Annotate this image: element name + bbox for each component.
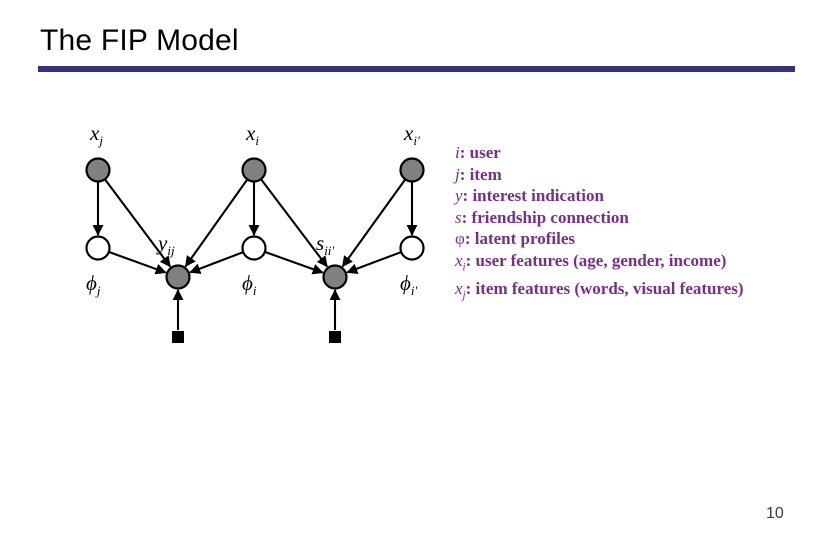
legend-description: : item features (words, visual features) [465,279,744,299]
legend-symbol: j [455,164,460,184]
diagram-node-label-subscript: j [95,283,101,298]
diagram-node-phi_ip [399,235,425,261]
legend-symbol: y [455,186,463,205]
diagram-node-phi_i [241,235,267,261]
diagram-edge [346,251,402,274]
diagram-node-label: ϕj [86,271,101,298]
legend-entry: s: friendship connection [455,207,805,229]
diagram-edge [341,178,407,268]
diagram-node-label-base: ϕ [86,271,97,295]
legend-entry: i: user [455,142,805,164]
diagram-node-label: xj [89,121,103,148]
legend-symbol-subscript: j [462,289,466,302]
diagram-node-label-base: ϕ [242,271,253,295]
diagram-node-x_j [85,157,111,183]
diagram-node-phi_j [85,235,111,261]
legend-description: : user [459,143,501,162]
legend-entry: y: interest indication [455,185,805,207]
diagram-edge [108,250,167,275]
page-number: 10 [766,505,784,522]
diagram-factor-nodes [172,331,341,343]
legend-entry: j: item [455,164,805,186]
diagram-node-label-base: ϕ [400,271,411,295]
diagram-edge [184,178,249,268]
legend-description: : latent profiles [464,229,575,248]
diagram-node-label: xi' [403,121,420,148]
legend-entry: xj: item features (words, visual feature… [455,278,805,307]
diagram-node-label: yij [156,231,175,258]
diagram-node-label-subscript: i' [411,283,418,298]
page-title: The FIP Model [40,24,239,57]
diagram-node-label-subscript: j [97,133,103,148]
diagram-node-x_ip [399,157,425,183]
legend-symbol: i [455,143,460,162]
legend-symbol: s [455,207,462,227]
diagram-node-label: ϕi [242,271,257,298]
legend-description: : friendship connection [461,207,629,227]
diagram-node-label-subscript: i' [413,133,420,148]
diagram-node-label-base: x [403,121,414,145]
legend-entry: xi: user features (age, gender, income) [455,250,805,279]
legend-symbol: xi [455,250,466,273]
diagram-node-label-base: x [245,121,256,145]
diagram-node-label: xi [245,121,259,148]
diagram-variable-nodes [85,157,425,290]
legend-symbol-subscript: i [462,260,466,273]
legend-symbol: φ [455,229,465,248]
legend-description: : interest indication [462,186,604,205]
diagram-node-y_ij [165,264,191,290]
legend-symbol: xj [455,279,466,302]
title-divider [38,66,795,72]
diagram-node-label: sii' [316,231,334,258]
legend-description: : user features (age, gender, income) [465,250,727,270]
diagram-node-label-subscript: ij [167,243,175,258]
diagram-node-s_iip [322,264,348,290]
legend-entry: φ: latent profiles [455,228,805,250]
diagram-node-x_i [241,157,267,183]
diagram-factor-node [172,331,184,343]
diagram-edge [264,250,324,275]
diagram-factor-node [329,331,341,343]
diagram-edge [260,178,328,268]
diagram-node-label: ϕi' [400,271,417,298]
diagram-node-label-subscript: i [253,283,257,298]
diagram-node-label-base: x [89,121,100,145]
diagram-edge [104,178,172,268]
diagram-node-label-subscript: ii' [324,243,334,258]
diagram-edge [189,251,244,274]
diagram-node-label-base: y [156,231,168,255]
legend-description: : item [459,164,502,184]
diagram-node-label-subscript: i [255,133,259,148]
diagram-edges [92,178,418,330]
diagram-node-label-base: s [316,231,324,255]
